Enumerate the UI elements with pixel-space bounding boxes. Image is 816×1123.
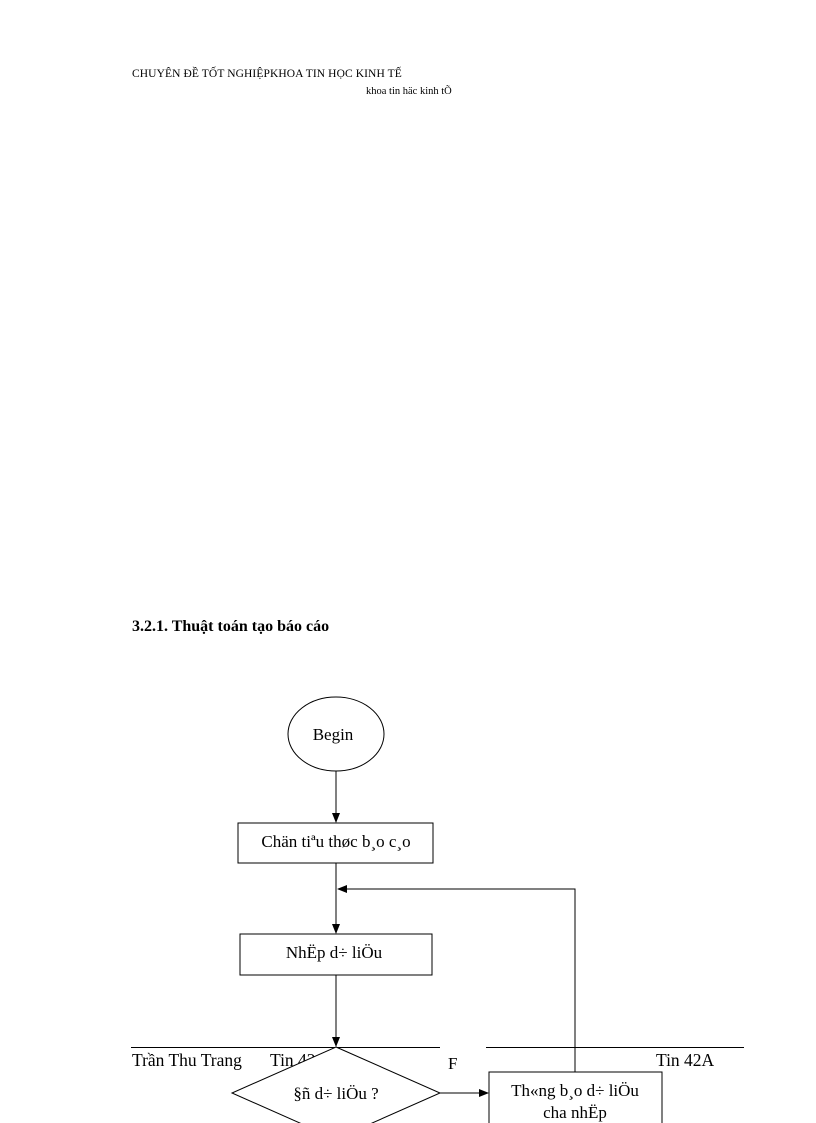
choose-criteria-label: Chän tiªu thøc b¸o c¸o: [261, 832, 410, 851]
section-title: 3.2.1. Thuật toán tạo báo cáo: [132, 618, 330, 635]
arrow-loop-back: [337, 885, 576, 1072]
header-subtitle: khoa tin häc kinh tÕ: [366, 86, 452, 97]
false-label: F: [448, 1054, 457, 1073]
begin-node: Begin: [287, 696, 385, 772]
begin-label: Begin: [313, 725, 354, 744]
footer-author: Trần Thu Trang: [132, 1050, 242, 1070]
footer-class-right: Tin 42A: [656, 1050, 715, 1070]
decision-label: §ñ d÷ liÖu ?: [293, 1084, 378, 1103]
notify-node: Th«ng b¸o d÷ liÖu cha nhËp: [488, 1071, 663, 1123]
decision-node: §ñ d÷ liÖu ?: [230, 1046, 442, 1123]
footer-rule-right: [486, 1047, 744, 1048]
notify-label-line1: Th«ng b¸o d÷ liÖu: [511, 1081, 639, 1100]
input-data-label: NhËp d÷ liÖu: [286, 943, 383, 962]
input-data-node: NhËp d÷ liÖu: [239, 933, 433, 976]
notify-label-line2: cha nhËp: [543, 1103, 607, 1122]
header-title: CHUYÊN ĐỀ TỐT NGHIỆPKHOA TIN HỌC KINH TẾ: [132, 68, 402, 80]
choose-criteria-node: Chän tiªu thøc b¸o c¸o: [237, 822, 434, 864]
footer-rule-left: [131, 1047, 440, 1048]
